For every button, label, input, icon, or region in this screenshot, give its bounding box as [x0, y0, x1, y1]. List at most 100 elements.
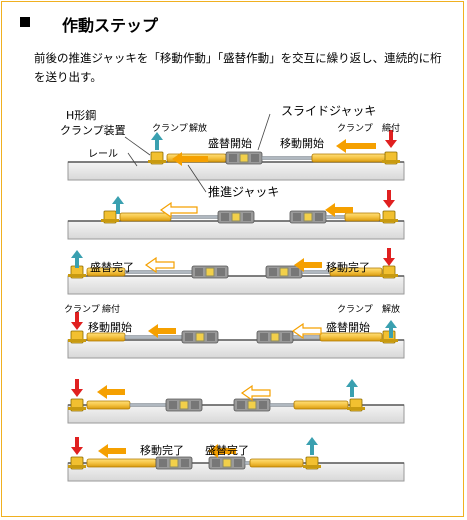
clamp-base	[101, 219, 119, 222]
arrow-down-icon	[71, 389, 83, 397]
title-bullet	[20, 17, 30, 27]
move-start-label-2: 移動開始	[88, 320, 132, 334]
block-mark	[247, 400, 257, 410]
block-pad	[221, 213, 229, 221]
block-pad	[169, 401, 177, 409]
arrow-shaft	[155, 140, 159, 150]
block-pad	[315, 213, 323, 221]
arrow-left-icon	[325, 203, 335, 217]
push-jack	[311, 153, 387, 163]
jack-rod	[292, 335, 321, 339]
move-done-label-2: 移動完了	[140, 443, 184, 457]
push-jack	[319, 332, 383, 342]
jack-rod	[269, 403, 295, 407]
clamp-device-label: クランプ装置	[60, 124, 126, 137]
leader-line	[124, 136, 151, 156]
slide-jack-label: スライドジャッキ	[281, 104, 376, 118]
clamp-base	[148, 160, 166, 163]
arrow-up-icon	[385, 320, 397, 328]
arrow-shaft	[116, 204, 120, 214]
arrow-shaft	[75, 379, 79, 389]
clamp-base	[68, 274, 86, 277]
arrow-left-icon	[97, 385, 107, 399]
clamp-label-3: クランプ	[64, 304, 100, 315]
arrow-body	[344, 143, 376, 149]
rail	[67, 220, 405, 240]
block-pad	[212, 459, 220, 467]
block-pad	[191, 401, 199, 409]
rail	[67, 339, 405, 359]
jack-rod	[124, 335, 183, 339]
arrow-shaft	[310, 445, 314, 455]
block-pad	[207, 333, 215, 341]
jack-rod	[129, 403, 167, 407]
description: 前後の推進ジャッキを「移動作動」「盛替作動」を交互に繰り返し、連続的に桁を送り出…	[34, 51, 442, 84]
block-pad	[243, 213, 251, 221]
push-jack	[329, 267, 383, 277]
arrow-shaft	[75, 312, 79, 322]
block-pad	[282, 333, 290, 341]
block-pad	[237, 401, 245, 409]
block-pad	[217, 268, 225, 276]
move-start-label: 移動開始	[280, 136, 324, 150]
arrow-down-icon	[71, 447, 83, 455]
jack-rod	[244, 461, 251, 465]
leader-line	[187, 164, 207, 193]
block-pad	[259, 401, 267, 409]
arrow-shaft	[389, 130, 393, 140]
block-mark	[179, 400, 189, 410]
arrow-body	[106, 448, 126, 454]
rail	[67, 161, 405, 181]
block-pad	[269, 268, 277, 276]
arrow-body	[302, 262, 322, 268]
replace-done-label-2: 盛替完了	[205, 443, 249, 457]
block-mark	[279, 267, 289, 277]
arrow-shaft	[387, 248, 391, 258]
jack-rod	[325, 215, 346, 219]
clamp-base	[68, 339, 86, 342]
release-label-2: 解放	[382, 303, 400, 315]
rail	[67, 275, 405, 295]
push-jack	[293, 400, 349, 410]
clamp-base	[68, 407, 86, 410]
arrow-shaft	[75, 437, 79, 447]
arrow-up-icon	[346, 379, 358, 387]
block-mark	[205, 267, 215, 277]
push-jack	[86, 332, 126, 342]
arrow-down-icon	[385, 140, 397, 148]
arrow-body	[156, 328, 176, 334]
block-pad	[229, 154, 237, 162]
arrow-body	[333, 207, 353, 213]
arrow-up-icon	[71, 250, 83, 258]
arrow-up-icon	[306, 437, 318, 445]
block-pad	[293, 213, 301, 221]
clamp-label-4: クランプ	[337, 304, 373, 315]
block-pad	[185, 333, 193, 341]
arrow-left-icon	[98, 444, 108, 458]
block-pad	[181, 459, 189, 467]
arrow-body	[105, 389, 125, 395]
replace-start-label: 盛替開始	[208, 136, 252, 150]
block-pad	[260, 333, 268, 341]
clamp-base	[68, 465, 86, 468]
block-mark	[222, 458, 232, 468]
clamp-base	[347, 407, 365, 410]
clamp-base	[380, 274, 398, 277]
clamp-base	[382, 160, 400, 163]
leader-line	[257, 113, 271, 151]
arrow-up-icon	[112, 196, 124, 204]
jack-rod	[261, 156, 313, 160]
block-pad	[195, 268, 203, 276]
push-jack	[344, 212, 381, 222]
arrow-shaft	[389, 328, 393, 338]
clamp-base	[380, 339, 398, 342]
release-label-1: 解放	[189, 122, 207, 134]
move-done-label: 移動完了	[326, 260, 370, 274]
arrow-shaft	[350, 387, 354, 397]
arrow-left-outline-icon	[291, 322, 322, 340]
clamp-base	[303, 465, 321, 468]
clamp-base	[380, 219, 398, 222]
block-pad	[234, 459, 242, 467]
jack-rod	[124, 270, 193, 274]
arrow-down-icon	[383, 258, 395, 266]
